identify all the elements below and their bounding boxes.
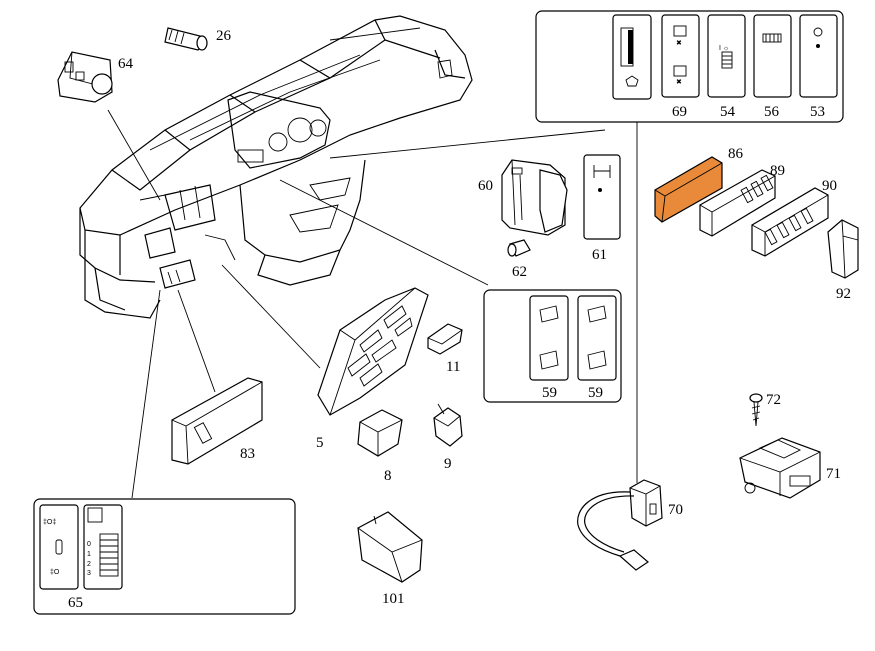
part-101-relay: 101: [357, 511, 423, 607]
svg-text:‡O‡: ‡O‡: [43, 519, 56, 526]
svg-text:0: 0: [87, 541, 91, 548]
label-72: 72: [766, 392, 781, 408]
label-11: 11: [446, 359, 460, 375]
label-54: 54: [720, 104, 736, 120]
switch-panel-group: ✖ ✖ 69 I ☼ 54 56 53: [535, 10, 844, 123]
part-92-knob: 92: [827, 219, 859, 302]
part-83-panel: 83: [171, 377, 263, 465]
svg-text:2: 2: [87, 561, 91, 568]
label-65: 65: [68, 595, 83, 611]
switch-53: [799, 14, 838, 98]
part-64-switch: 64: [57, 51, 134, 103]
part-62-bulb: 62: [507, 239, 531, 280]
label-59-right: 59: [588, 385, 603, 401]
svg-text:3: 3: [87, 570, 91, 577]
part-89-panel: 89: [699, 163, 785, 237]
leader-lines: [107, 100, 638, 499]
svg-text:✖: ✖: [676, 79, 682, 86]
svg-text:‡O: ‡O: [50, 569, 60, 576]
part-26-bulb: 26: [164, 27, 232, 51]
label-60: 60: [478, 178, 493, 194]
dashboard-assembly: [79, 15, 473, 319]
part-90-panel: 90: [751, 178, 837, 257]
svg-text:✖: ✖: [676, 40, 682, 47]
label-90: 90: [822, 178, 837, 194]
label-9: 9: [444, 456, 452, 472]
switch-69: [661, 14, 700, 98]
label-61: 61: [592, 247, 607, 263]
part-72-screw: 72: [749, 392, 781, 427]
part-11-fuse: 11: [427, 323, 463, 375]
window-switch-group: 59 59: [483, 289, 622, 403]
label-59-left: 59: [542, 385, 557, 401]
part-9-relay: 9: [433, 403, 463, 472]
part-86-cover: 86: [654, 146, 744, 223]
svg-text:I ☼: I ☼: [719, 45, 729, 52]
part-60-switch: 60: [478, 159, 568, 236]
part-65-group: ‡O‡ ‡O 0 1 2 3 65: [33, 498, 296, 615]
label-69: 69: [672, 104, 687, 120]
label-83: 83: [240, 446, 255, 462]
label-101: 101: [382, 591, 405, 607]
label-26: 26: [216, 28, 232, 44]
part-8-relay: 8: [357, 409, 403, 484]
part-61-panel: 61: [583, 154, 621, 263]
label-89: 89: [770, 163, 785, 179]
svg-text:1: 1: [87, 551, 91, 558]
label-86: 86: [728, 146, 744, 162]
label-71: 71: [826, 466, 841, 482]
label-62: 62: [512, 264, 527, 280]
label-92: 92: [836, 286, 851, 302]
switch-56: [753, 14, 792, 98]
label-5: 5: [316, 435, 324, 451]
label-8: 8: [384, 468, 392, 484]
label-64: 64: [118, 56, 134, 72]
label-53: 53: [810, 104, 825, 120]
part-70-sensor: 70: [577, 479, 683, 571]
label-56: 56: [764, 104, 780, 120]
part-71-module: 71: [739, 437, 841, 499]
part-5-fusebox: 5: [316, 287, 429, 451]
label-70: 70: [668, 502, 683, 518]
